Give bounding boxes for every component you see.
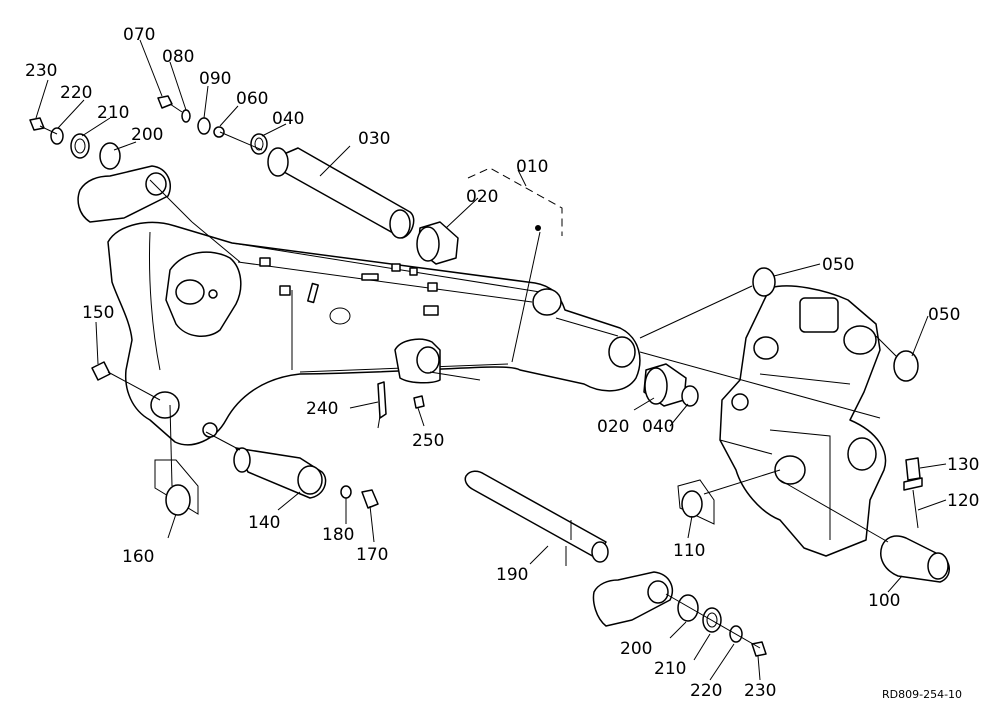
callout-120: 120: [947, 491, 979, 511]
callout-150: 150: [82, 303, 114, 323]
callout-240: 240: [306, 399, 338, 419]
callout-220-upper: 220: [60, 83, 92, 103]
shim-050-right: [893, 350, 919, 382]
callout-020-lower: 020: [597, 417, 629, 437]
seal-040-upper: [250, 133, 268, 155]
washer-080: [181, 109, 191, 123]
shim-110: [681, 490, 703, 518]
nut-250: [413, 395, 425, 409]
callout-220-lower: 220: [690, 681, 722, 701]
callout-190: 190: [496, 565, 528, 585]
callout-230-lower: 230: [744, 681, 776, 701]
bolt-070: [157, 95, 173, 109]
callout-070: 070: [123, 25, 155, 45]
callout-180: 180: [322, 525, 354, 545]
washer-210-upper: [70, 133, 90, 159]
pin-190: [464, 470, 609, 563]
pin-240: [377, 381, 387, 419]
shim-050-left: [752, 267, 776, 297]
callout-060: 060: [236, 89, 268, 109]
washer-220-upper: [50, 127, 64, 145]
callout-170: 170: [356, 545, 388, 565]
callout-230-upper: 230: [25, 61, 57, 81]
bolt-130: [905, 457, 921, 481]
boom-assembly-bracket: [467, 167, 563, 236]
callout-040-upper: 040: [272, 109, 304, 129]
washer-180: [340, 485, 352, 499]
callout-020-upper: 020: [466, 187, 498, 207]
callout-050-left: 050: [822, 255, 854, 275]
callout-210-lower: 210: [654, 659, 686, 679]
callout-030: 030: [358, 129, 390, 149]
callout-040-lower: 040: [642, 417, 674, 437]
callout-200-lower: 200: [620, 639, 652, 659]
callout-130: 130: [947, 455, 979, 475]
pin-bottom: [592, 571, 674, 627]
pin-030: [267, 147, 415, 239]
bushing-020-lower: [643, 363, 687, 407]
callout-160: 160: [122, 547, 154, 567]
callout-140: 140: [248, 513, 280, 533]
callout-100: 100: [868, 591, 900, 611]
callout-110: 110: [673, 541, 705, 561]
shim-200-upper: [99, 142, 121, 170]
callout-250: 250: [412, 431, 444, 451]
bolt-230-upper: [29, 117, 45, 131]
callout-010: 010: [516, 157, 548, 177]
callout-200-upper: 200: [131, 125, 163, 145]
washer-090: [197, 117, 211, 135]
plug-170: [361, 489, 379, 509]
swing-bracket: [719, 285, 887, 557]
grease-fitting-150: [91, 361, 111, 381]
pin-top-left: [77, 165, 172, 223]
nut-060: [213, 126, 225, 138]
callout-090: 090: [199, 69, 231, 89]
boom-arm: [107, 221, 641, 446]
bushing-020-upper: [416, 221, 459, 265]
seal-040-lower: [681, 385, 699, 407]
callout-080: 080: [162, 47, 194, 67]
callout-210-upper: 210: [97, 103, 129, 123]
pin-120: [912, 489, 919, 529]
pin-140: [233, 447, 327, 499]
shim-160: [165, 484, 191, 516]
shim-200-lower: [677, 594, 699, 622]
pin-100: [880, 535, 950, 583]
callout-050-right: 050: [928, 305, 960, 325]
drawing-reference: RD809-254-10: [882, 688, 962, 701]
